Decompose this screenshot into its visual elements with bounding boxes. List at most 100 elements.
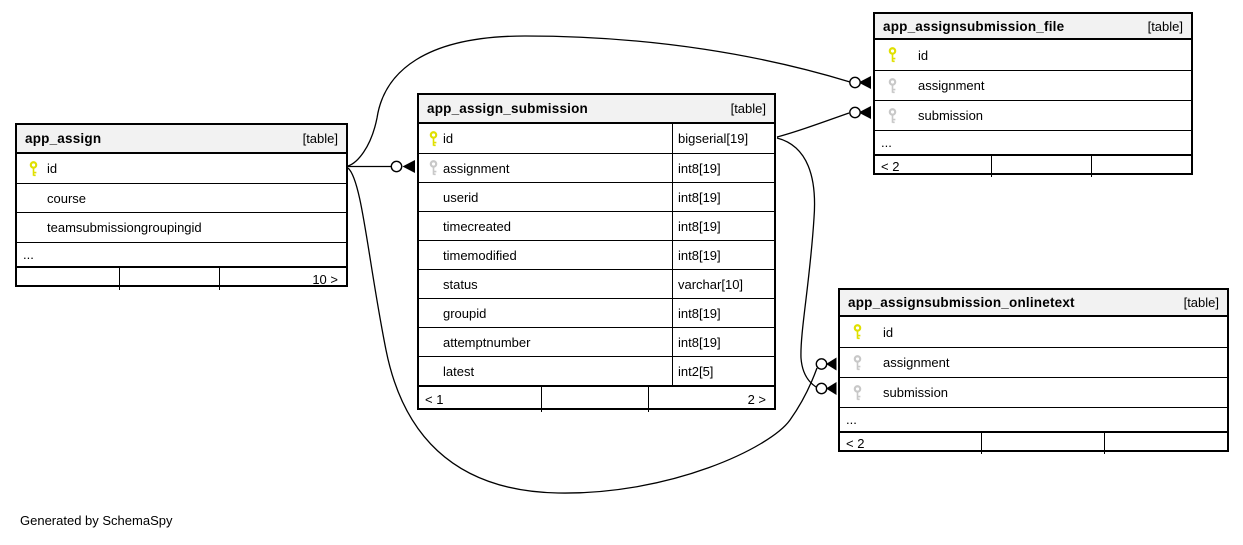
column-name: userid — [443, 189, 479, 205]
table-tag: [table] — [1183, 295, 1219, 310]
table-row: submission — [875, 100, 1191, 130]
footer-cell — [1092, 156, 1191, 177]
generator-note: Generated by SchemaSpy — [20, 513, 173, 528]
more-columns-ellipsis: ... — [875, 130, 1191, 154]
table-app-assign-submission[interactable]: app_assign_submission [table] id bigseri… — [417, 93, 776, 412]
footer-cell — [17, 268, 120, 290]
table-title: app_assignsubmission_onlinetext — [848, 295, 1075, 310]
column-type: int8[19] — [672, 241, 774, 269]
foreign-key-icon — [888, 107, 897, 123]
relation-arrow-icon — [402, 160, 415, 173]
primary-key-icon — [29, 160, 38, 176]
footer-cell — [992, 156, 1092, 177]
table-app-assign[interactable]: app_assign [table] id course teamsubmiss… — [15, 123, 348, 290]
relation-line — [347, 35, 851, 167]
table-row: groupid int8[19] — [419, 298, 774, 327]
column-name: submission — [883, 385, 949, 400]
relation-arrow-icon — [858, 106, 871, 119]
table-header: app_assign [table] — [17, 125, 346, 154]
column-name: id — [47, 161, 58, 176]
column-name: status — [443, 276, 478, 292]
footer-cell — [982, 433, 1105, 454]
table-row: teamsubmissiongroupingid — [17, 212, 346, 242]
relation-line — [347, 167, 818, 494]
column-name: assignment — [883, 355, 950, 370]
column-name: id — [883, 324, 894, 340]
column-type: int8[19] — [672, 212, 774, 240]
primary-key-icon — [888, 47, 897, 63]
column-name: timemodified — [443, 247, 517, 263]
table-app-assignsubmission-file[interactable]: app_assignsubmission_file [table] id ass… — [873, 12, 1193, 177]
foreign-key-icon — [853, 384, 862, 400]
column-type: int8[19] — [672, 299, 774, 327]
foreign-key-icon — [429, 160, 438, 176]
column-name: teamsubmissiongroupingid — [47, 220, 202, 235]
table-app-assignsubmission-onlinetext[interactable]: app_assignsubmission_onlinetext [table] … — [838, 288, 1229, 454]
table-row: latest int2[5] — [419, 356, 774, 385]
primary-key-icon — [429, 130, 438, 146]
column-name: course — [47, 190, 87, 206]
table-tag: [table] — [730, 101, 766, 116]
table-footer: < 2 — [875, 154, 1191, 177]
footer-cell — [1105, 433, 1227, 454]
table-row: timecreated int8[19] — [419, 211, 774, 240]
table-row: assignment — [875, 70, 1191, 100]
relation-arrow-icon — [826, 382, 837, 395]
relation-dot-icon — [849, 106, 861, 119]
relation-dot-icon — [815, 358, 828, 370]
column-name: groupid — [443, 305, 487, 321]
footer-cell: 10 > — [312, 271, 338, 287]
primary-key-icon — [853, 324, 862, 340]
table-title: app_assignsubmission_file — [883, 18, 1065, 34]
column-name: assignment — [918, 78, 985, 93]
relation-dot-icon — [849, 76, 861, 89]
column-type: int8[19] — [672, 328, 774, 356]
table-row: timemodified int8[19] — [419, 240, 774, 269]
relation-line — [776, 137, 817, 388]
relation-dot-icon — [815, 382, 828, 395]
column-type: int8[19] — [672, 183, 774, 211]
table-tag: [table] — [302, 131, 338, 146]
table-title: app_assign — [25, 131, 102, 146]
table-row: id bigserial[19] — [419, 124, 774, 153]
footer-cell: 2 > — [747, 392, 766, 407]
column-name: timecreated — [443, 218, 511, 234]
table-header: app_assignsubmission_onlinetext [table] — [840, 290, 1227, 317]
footer-cell: < 1 — [419, 387, 542, 412]
table-footer: < 1 2 > — [419, 385, 774, 412]
table-row: id — [840, 317, 1227, 347]
more-columns-ellipsis: ... — [17, 242, 346, 266]
table-row: id — [875, 40, 1191, 70]
more-columns-ellipsis: ... — [840, 407, 1227, 431]
foreign-key-icon — [853, 354, 862, 370]
column-type: int2[5] — [672, 357, 774, 385]
table-row: attemptnumber int8[19] — [419, 327, 774, 356]
table-row: id — [17, 154, 346, 183]
table-row: assignment int8[19] — [419, 153, 774, 182]
table-row: submission — [840, 377, 1227, 407]
table-title: app_assign_submission — [427, 101, 588, 116]
column-type: bigserial[19] — [672, 124, 774, 153]
footer-cell — [120, 268, 220, 290]
table-header: app_assignsubmission_file [table] — [875, 14, 1191, 40]
table-row: status varchar[10] — [419, 269, 774, 298]
table-row: assignment — [840, 347, 1227, 377]
relation-arrow-icon — [826, 357, 837, 371]
footer-cell — [542, 387, 649, 412]
footer-cell: < 2 — [875, 156, 992, 177]
column-name: submission — [918, 108, 984, 123]
table-row: course — [17, 183, 346, 212]
column-type: int8[19] — [672, 154, 774, 182]
relation-dot-icon — [390, 160, 403, 173]
table-footer: 10 > — [17, 266, 346, 290]
foreign-key-icon — [888, 77, 897, 93]
column-name: latest — [443, 363, 475, 379]
footer-cell: < 2 — [840, 433, 982, 454]
relation-line — [776, 112, 850, 138]
table-tag: [table] — [1147, 18, 1183, 34]
column-name: id — [443, 131, 454, 146]
table-footer: < 2 — [840, 431, 1227, 454]
column-name: assignment — [443, 160, 510, 176]
